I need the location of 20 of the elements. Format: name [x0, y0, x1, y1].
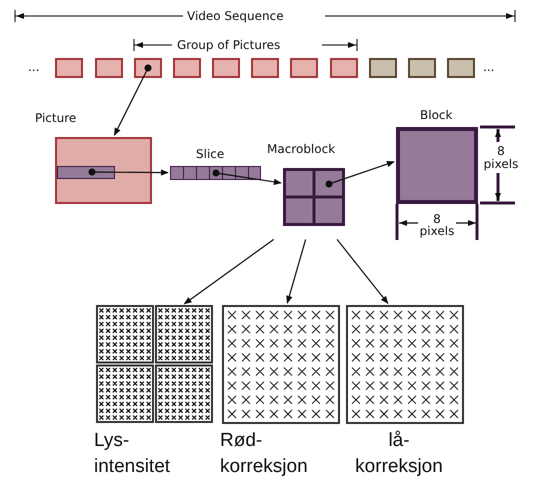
node-label: Rød- korreksjon: [220, 429, 309, 479]
node-label: Block: [420, 108, 452, 122]
ellipsis: ...: [483, 60, 494, 74]
ellipsis: ...: [28, 60, 40, 74]
node-label: Macroblock: [267, 142, 336, 156]
node-label: Lys- intensitet: [94, 429, 172, 479]
dimension-label: 8 pixels: [482, 145, 520, 171]
arrow: [336, 239, 388, 304]
dimension-label: 8 pixels: [418, 213, 456, 237]
arrow: [326, 161, 395, 188]
arrow: [184, 238, 274, 304]
arrow: [114, 64, 152, 136]
arrow: [286, 239, 306, 304]
node-label: Picture: [35, 111, 76, 125]
arrow: [212, 170, 282, 186]
node-label: Slice: [196, 147, 224, 161]
dimension-label: Video Sequence: [187, 9, 284, 23]
dimension-label: Group of Pictures: [177, 38, 280, 52]
arrow: [88, 168, 169, 176]
node-label: lå- korreksjon: [354, 429, 444, 479]
